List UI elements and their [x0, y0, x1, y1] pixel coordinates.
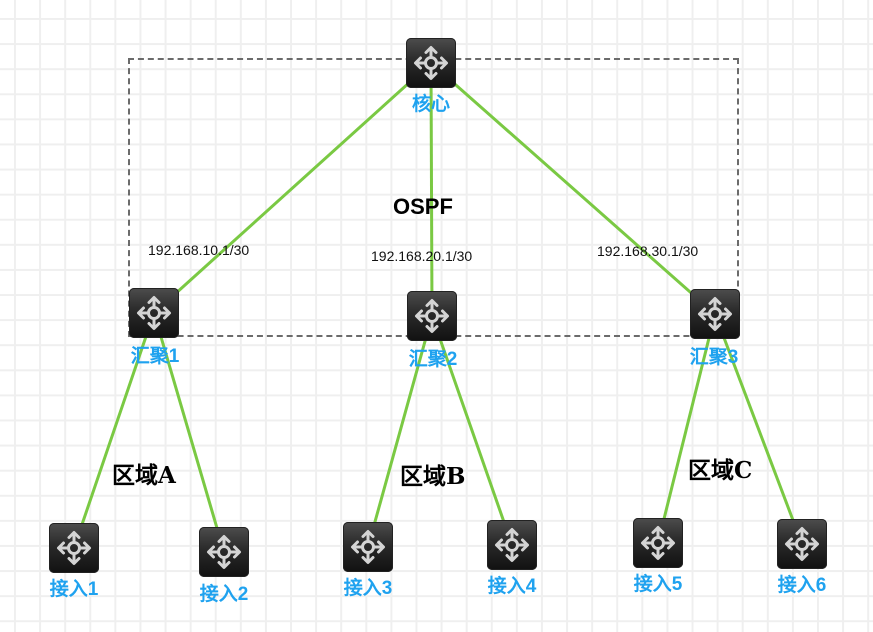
device-agg3[interactable]	[690, 289, 740, 339]
device-acc4[interactable]	[487, 520, 537, 570]
area-label-a: 区域A	[112, 462, 176, 489]
switch-router-arrows-icon	[415, 299, 449, 333]
device-acc1[interactable]	[49, 523, 99, 573]
device-label-agg3: 汇聚3	[689, 347, 739, 368]
switch-router-arrows-icon	[137, 296, 171, 330]
link-core-agg2[interactable]	[429, 62, 434, 317]
link-agg2-acc4[interactable]	[430, 315, 514, 546]
device-agg1[interactable]	[129, 288, 179, 338]
device-acc6[interactable]	[777, 519, 827, 569]
device-core[interactable]	[406, 38, 456, 88]
switch-router-arrows-icon	[495, 528, 529, 562]
switch-router-arrows-icon	[785, 527, 819, 561]
device-label-acc2: 接入2	[199, 584, 249, 605]
switch-router-arrows-icon	[207, 535, 241, 569]
device-label-acc4: 接入4	[487, 576, 537, 597]
switch-router-arrows-icon	[641, 526, 675, 560]
link-agg1-acc2[interactable]	[152, 312, 226, 553]
link-ip-label-1: 192.168.10.1/30	[148, 242, 250, 258]
device-acc3[interactable]	[343, 522, 393, 572]
device-label-acc1: 接入1	[49, 579, 99, 600]
link-agg1-acc1[interactable]	[72, 312, 156, 549]
device-label-core: 核心	[411, 94, 451, 115]
link-core-agg3[interactable]	[430, 61, 716, 316]
link-ip-label-3: 192.168.30.1/30	[597, 243, 699, 259]
device-label-agg2: 汇聚2	[408, 349, 458, 370]
link-agg2-acc3[interactable]	[366, 315, 434, 548]
device-label-acc6: 接入6	[777, 575, 827, 596]
device-agg2[interactable]	[407, 291, 457, 341]
device-label-agg1: 汇聚1	[130, 346, 180, 367]
link-ip-label-2: 192.168.20.1/30	[371, 248, 473, 264]
switch-router-arrows-icon	[414, 46, 448, 80]
link-agg3-acc5[interactable]	[656, 313, 717, 544]
area-label-c: 区域C	[688, 457, 753, 484]
link-agg3-acc6[interactable]	[713, 313, 804, 545]
area-label-b: 区域B	[400, 463, 466, 490]
switch-router-arrows-icon	[698, 297, 732, 331]
ospf-region-label: OSPF	[393, 194, 453, 219]
switch-router-arrows-icon	[351, 530, 385, 564]
device-label-acc5: 接入5	[633, 574, 683, 595]
device-acc5[interactable]	[633, 518, 683, 568]
device-acc2[interactable]	[199, 527, 249, 577]
switch-router-arrows-icon	[57, 531, 91, 565]
device-label-acc3: 接入3	[343, 578, 393, 599]
link-core-agg1[interactable]	[152, 61, 433, 315]
